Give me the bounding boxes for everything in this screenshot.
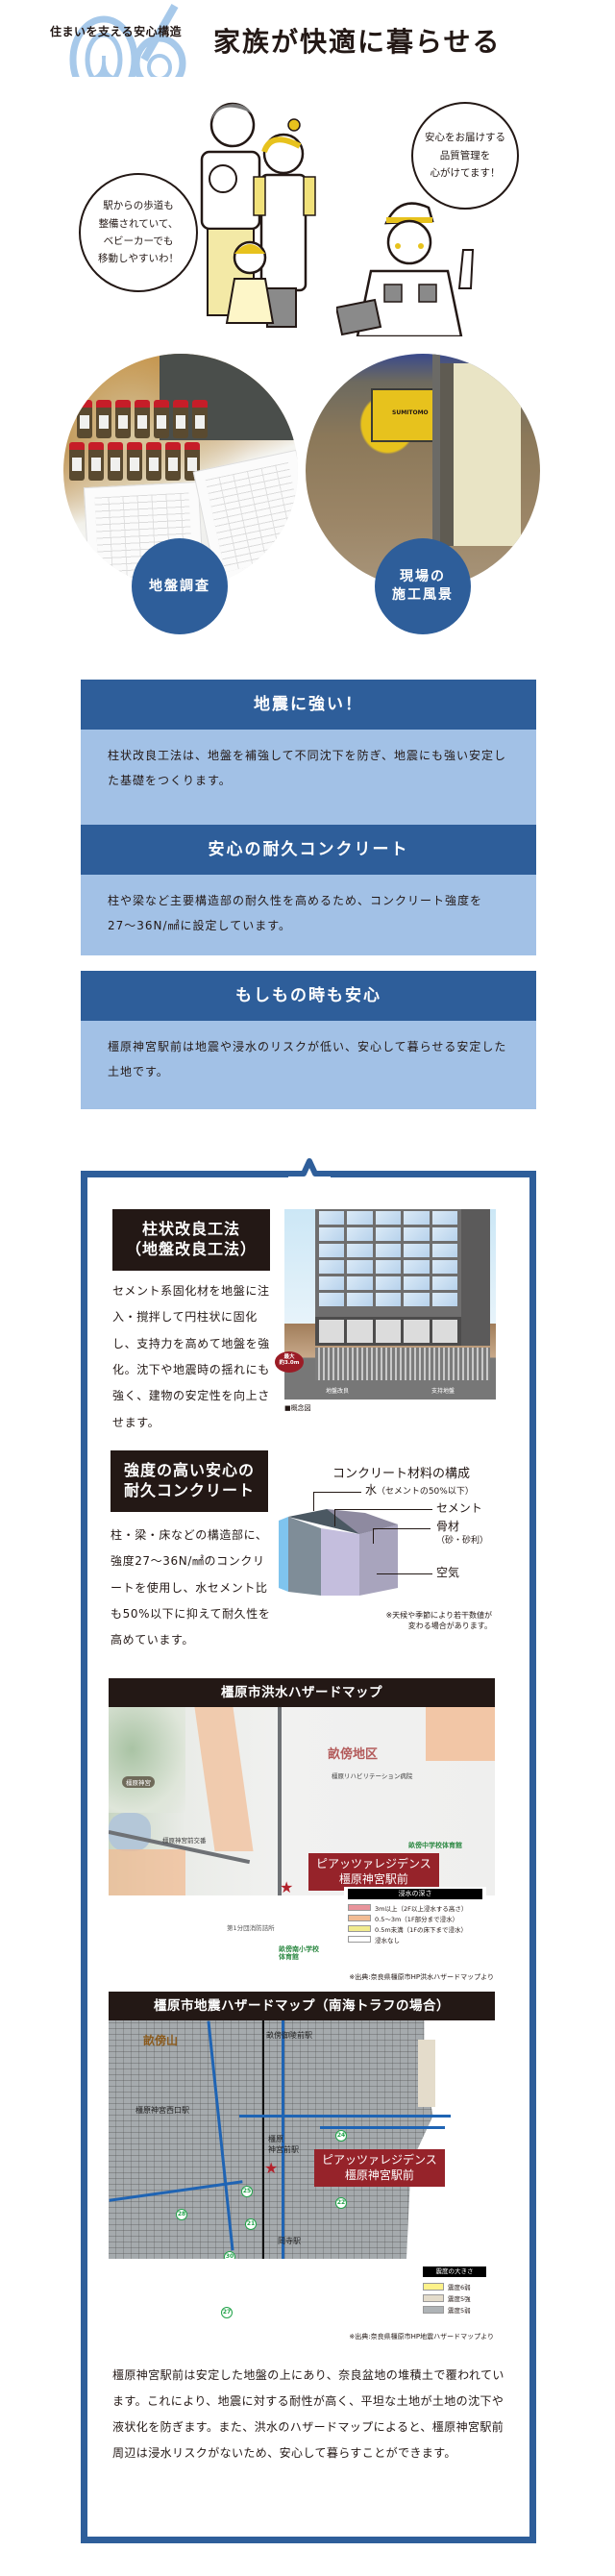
shelter-marker: 22 — [335, 2197, 347, 2209]
concrete-note: ※天候や季節により若干数値が 変わる場合があります。 — [385, 1611, 492, 1631]
family-illustration-icon — [200, 102, 316, 328]
feature-emergency: もしもの時も安心 橿原神宮駅前は地震や浸水のリスクが低い、安心して暮らせる安定し… — [81, 971, 536, 1109]
family-speech-text: 駅からの歩道も 整備されていて、 ベビーカーでも 移動しやすいわ！ — [98, 200, 179, 265]
method-description: セメント系固化材を地盤に注入・撹拌して円柱状に固化し、支持力を高めて地盤を強化。… — [112, 1284, 270, 1429]
summary-text: 橿原神宮駅前は安定した地盤の上にあり、奈良盆地の堆積土で覆われています。これによ… — [112, 2368, 504, 2460]
flood-depth-legend: 浸水の深さ 3m以上（2F以上浸水する高さ） 0.5〜3m（1F部分まで浸水） … — [344, 1887, 486, 1948]
elementary-gym-label: 畝傍南小学校 体育館 — [279, 1945, 319, 1962]
seismic-intensity-legend: 震度の大きさ 震度6弱 震度5強 震度5弱 — [423, 2266, 486, 2316]
shelter-marker: 21 — [245, 2218, 257, 2230]
concrete-label: 強度の高い安心の 耐久コンクリート — [111, 1450, 268, 1512]
railway-line — [262, 2020, 264, 2259]
shelter-marker: 27 — [221, 2307, 233, 2318]
earthquake-hazard-map: 畝傍山 畝傍御陵前駅 橿原神宮西口駅 橿原 神宮前駅 岡寺駅 ★ ピアッツァレジ… — [109, 2020, 495, 2259]
legend-item: 0.5〜3m（1F部分まで浸水） — [348, 1913, 482, 1923]
building-facade — [315, 1209, 461, 1317]
property-callout: ピアッツァレジデンス 橿原神宮駅前 — [314, 2149, 445, 2188]
soil-sample-jars — [77, 400, 231, 438]
component-cement: セメント — [436, 1501, 482, 1515]
worker-speech-text: 安心をお届けする 品質管理を 心がけてます！ — [425, 132, 505, 180]
concrete-diagram-title: コンクリート材料の構成 — [332, 1467, 471, 1481]
section-header: 住まいを支える安心構造 家族が快適に暮らせる — [0, 0, 615, 77]
feature-body: 柱状改良工法は、地盤を補強して不同沈下を防ぎ、地震にも強い安定した基礎をつくりま… — [81, 730, 536, 833]
drill-rig — [440, 363, 521, 546]
section-number-06-icon — [69, 4, 186, 77]
feature-concrete: 安心の耐久コンクリート 柱や梁など主要構造部の耐久性を高めるため、コンクリート強… — [81, 825, 536, 955]
flood-map-title: 橿原市洪水ハザードマップ — [109, 1678, 495, 1707]
worker-illustration-icon — [336, 202, 475, 336]
component-air: 空気 — [436, 1566, 460, 1579]
property-star-icon: ★ — [264, 2159, 279, 2177]
ground-improvement-diagram: 地盤改良 支持地盤 — [284, 1209, 496, 1399]
feature-title: 地震に強い！ — [81, 680, 536, 730]
page-title: 家族が快適に暮らせる — [213, 26, 502, 58]
method-label: 柱状改良工法 （地盤改良工法） — [112, 1209, 270, 1271]
concrete-description: 柱・梁・床などの構造部に、強度27〜36N/㎟のコンクリートを使用し、水セメント… — [111, 1528, 271, 1647]
concrete-composition-cube-icon — [279, 1509, 398, 1596]
feature-title: 安心の耐久コンクリート — [81, 825, 536, 875]
photo-caption-construction: 現場の 施工風景 — [375, 538, 471, 634]
quake-map-source: ※出典:奈良県橿原市HP地震ハザードマップより — [349, 2333, 494, 2341]
photo-caption-ground-survey: 地盤調査 — [132, 538, 228, 634]
quake-map-title: 橿原市地震ハザードマップ（南海トラフの場合） — [109, 1992, 495, 2020]
excavator — [371, 388, 442, 442]
ground-labels: 地盤改良 支持地盤 — [284, 1380, 496, 1399]
feature-title: もしもの時も安心 — [81, 971, 536, 1021]
feature-body: 柱や梁など主要構造部の耐久性を高めるため、コンクリート強度を27〜36N/㎟に設… — [81, 875, 536, 955]
feature-earthquake: 地震に強い！ 柱状改良工法は、地盤を補強して不同沈下を防ぎ、地震にも強い安定した… — [81, 680, 536, 833]
fire-station-label: 第1分団消防詰所 — [227, 1924, 275, 1932]
improvement-columns — [315, 1348, 490, 1380]
property-star-icon: ★ — [280, 1878, 294, 1895]
legend-item: 震度6弱 — [423, 2281, 486, 2292]
worker-speech-bubble: 安心をお届けする 品質管理を 心がけてます！ — [411, 102, 519, 210]
legend-item: 浸水なし — [348, 1934, 482, 1944]
panel-pointer-arrow-icon — [288, 1158, 331, 1178]
illustration-family-and-worker: 駅からの歩道も 整備されていて、 ベビーカーでも 移動しやすいわ！ 安心をお届け… — [58, 77, 557, 346]
shelter-marker: 25 — [241, 2186, 253, 2197]
section-subtitle: 住まいを支える安心構造 — [50, 25, 183, 38]
shelter-marker: 30 — [224, 2251, 235, 2259]
legend-item: 震度5弱 — [423, 2304, 486, 2316]
flood-hazard-map: 畝傍地区 橿原神宮 橿原リハビリテーション病院 橿原神宮前交番 畝傍中学校体育館… — [109, 1707, 495, 1895]
feature-body: 橿原神宮駅前は地震や浸水のリスクが低い、安心して暮らせる安定した土地です。 — [81, 1021, 536, 1109]
depth-badge: 最大 約3.0m — [275, 1351, 304, 1373]
legend-item: 0.5m未満（1Fの床下まで浸水） — [348, 1923, 482, 1934]
diagram-caption: ■概念図 — [284, 1404, 311, 1412]
component-water: 水（セメントの50%以下） — [365, 1483, 474, 1497]
flood-map-source: ※出典:奈良県橿原市HP洪水ハザードマップより — [349, 1973, 494, 1981]
shelter-marker: 24 — [335, 2130, 347, 2142]
railway-line — [278, 1707, 282, 1895]
legend-item: 3m以上（2F以上浸水する高さ） — [348, 1902, 482, 1913]
component-aggregate: 骨材（砂・砂利） — [436, 1520, 489, 1547]
property-callout: ピアッツァレジデンス 橿原神宮駅前 — [308, 1853, 439, 1892]
legend-item: 震度5強 — [423, 2292, 486, 2304]
family-speech-bubble: 駅からの歩道も 整備されていて、 ベビーカーでも 移動しやすいわ！ — [79, 173, 198, 292]
shelter-marker: 28 — [176, 2209, 187, 2220]
